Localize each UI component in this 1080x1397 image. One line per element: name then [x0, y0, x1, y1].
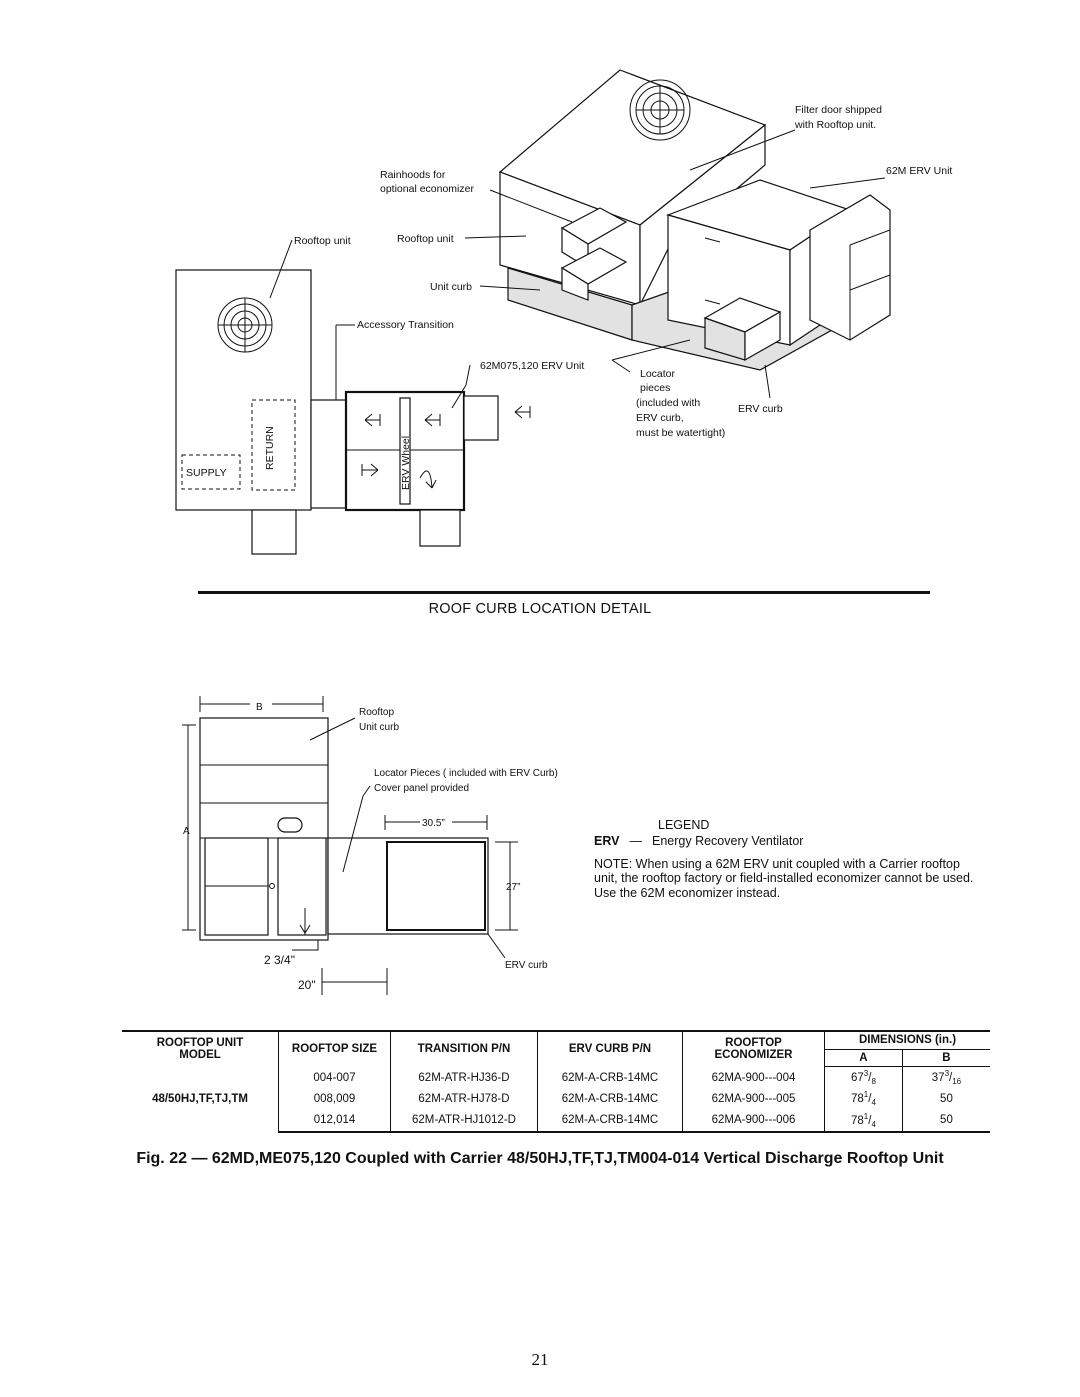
table-row: 008,009 62M-ATR-HJ78-D 62M-A-CRB-14MC 62…	[122, 1088, 990, 1110]
th-model: ROOFTOP UNIT MODEL	[122, 1030, 279, 1067]
leader-lines	[269, 129, 886, 409]
label-dim-2-3-4: 2 3/4"	[264, 953, 295, 967]
label-locator-3: (included with	[636, 397, 700, 409]
label-erv-curb-top: ERV curb	[738, 403, 783, 415]
cell-transition: 62M-ATR-HJ78-D	[390, 1088, 538, 1110]
label-filter-door-2: with Rooftop unit.	[794, 119, 876, 131]
th-size: ROOFTOP SIZE	[278, 1030, 391, 1067]
cell-economizer: 62MA-900---005	[682, 1088, 825, 1110]
label-rooftop-curb-1: Rooftop	[359, 707, 394, 718]
label-dim-20: 20"	[298, 978, 316, 992]
legend-dash: —	[629, 834, 642, 848]
th-economizer-line2: ECONOMIZER	[714, 1049, 793, 1062]
figure-caption: Fig. 22 — 62MD,ME075,120 Coupled with Ca…	[136, 1150, 944, 1167]
curb-detail-shapes	[182, 696, 518, 995]
label-locator-pieces-2: Cover panel provided	[374, 783, 469, 794]
label-locator-5: must be watertight)	[636, 427, 725, 439]
label-62m075-erv-unit: 62M075,120 ERV Unit	[480, 360, 584, 372]
spec-table: ROOFTOP UNIT MODEL ROOFTOP SIZE TRANSITI…	[122, 1029, 990, 1133]
cell-economizer: 62MA-900---004	[682, 1066, 825, 1089]
cell-erv-curb: 62M-A-CRB-14MC	[537, 1066, 683, 1089]
legend-definition: Energy Recovery Ventilator	[651, 834, 804, 848]
label-accessory-transition: Accessory Transition	[357, 319, 454, 331]
label-62m-erv-unit: 62M ERV Unit	[886, 165, 952, 177]
cell-dim-b: 373/16	[901, 1066, 990, 1089]
th-model-line1: ROOFTOP UNIT	[156, 1036, 244, 1049]
rooftop-unit-iso	[498, 69, 891, 371]
th-transition: TRANSITION P/N	[390, 1030, 538, 1067]
cell-size: 004-007	[278, 1066, 391, 1089]
th-dim-a: A	[824, 1049, 903, 1068]
cell-size: 008,009	[278, 1088, 391, 1110]
section-title: ROOF CURB LOCATION DETAIL	[428, 601, 652, 617]
legend-note: NOTE: When using a 62M ERV unit coupled …	[594, 857, 974, 900]
cell-dim-a: 781/4	[824, 1088, 903, 1110]
th-economizer: ROOFTOP ECONOMIZER	[682, 1030, 825, 1067]
th-model-line2: MODEL	[179, 1049, 221, 1062]
cell-transition: 62M-ATR-HJ36-D	[390, 1066, 538, 1089]
th-dimensions: DIMENSIONS (in.)	[824, 1029, 990, 1050]
label-supply: SUPPLY	[186, 467, 227, 479]
legend-title: LEGEND	[658, 818, 710, 832]
label-erv-curb-bottom: ERV curb	[505, 960, 548, 971]
table-row: 012,014 62M-ATR-HJ1012-D 62M-A-CRB-14MC …	[122, 1109, 990, 1133]
cell-erv-curb: 62M-A-CRB-14MC	[537, 1088, 683, 1110]
th-economizer-line1: ROOFTOP	[725, 1036, 782, 1049]
label-rooftop-unit-center: Rooftop unit	[397, 233, 454, 245]
cell-dim-b: 50	[901, 1109, 990, 1133]
legend-abbr: ERV	[594, 834, 620, 848]
label-rooftop-curb-2: Unit curb	[359, 722, 399, 733]
label-erv-wheel: ERV Wheel	[400, 436, 412, 490]
section-rule	[198, 591, 930, 594]
label-dim-b: B	[256, 702, 263, 713]
cell-model: 48/50HJ,TF,TJ,TM	[152, 1093, 248, 1106]
label-locator-4: ERV curb,	[636, 412, 684, 424]
label-unit-curb: Unit curb	[430, 281, 472, 293]
isometric-erv-installation-drawing: Filter door shipped with Rooftop unit. 6…	[175, 69, 952, 555]
th-erv-curb: ERV CURB P/N	[537, 1030, 683, 1067]
page-number: 21	[531, 1350, 549, 1369]
cell-transition: 62M-ATR-HJ1012-D	[390, 1109, 538, 1133]
cell-size: 012,014	[278, 1109, 391, 1133]
label-locator-1: Locator	[640, 368, 676, 380]
table-row: 48/50HJ,TF,TJ,TM 004-007 62M-ATR-HJ36-D …	[122, 1066, 990, 1105]
cell-dim-a: 781/4	[824, 1109, 903, 1133]
cell-erv-curb: 62M-A-CRB-14MC	[537, 1109, 683, 1133]
legend-entry: ERV — Energy Recovery Ventilator	[594, 834, 984, 848]
label-rainhoods-2: optional economizer	[380, 183, 474, 195]
th-dim-b: B	[901, 1049, 990, 1068]
roof-curb-location-drawing: B A Rooftop Unit curb Locator Pieces ( i…	[182, 696, 558, 995]
label-locator-pieces-1: Locator Pieces ( included with ERV Curb)	[374, 768, 558, 779]
roof-curb-plan-view	[175, 269, 531, 555]
legend: LEGEND ERV — Energy Recovery Ventilator …	[594, 818, 984, 900]
label-dim-a: A	[183, 826, 190, 837]
cell-dim-a: 673/8	[824, 1066, 903, 1089]
label-rainhoods-1: Rainhoods for	[380, 169, 446, 181]
label-dim-30-5: 30.5”	[422, 818, 445, 829]
label-rooftop-unit-left: Rooftop unit	[294, 235, 351, 247]
label-filter-door-1: Filter door shipped	[795, 104, 882, 116]
label-locator-2: pieces	[640, 382, 670, 394]
cell-dim-b: 50	[901, 1088, 990, 1110]
cell-economizer: 62MA-900---006	[682, 1109, 825, 1133]
label-return: RETURN	[264, 426, 276, 470]
label-dim-27: 27”	[506, 882, 520, 893]
